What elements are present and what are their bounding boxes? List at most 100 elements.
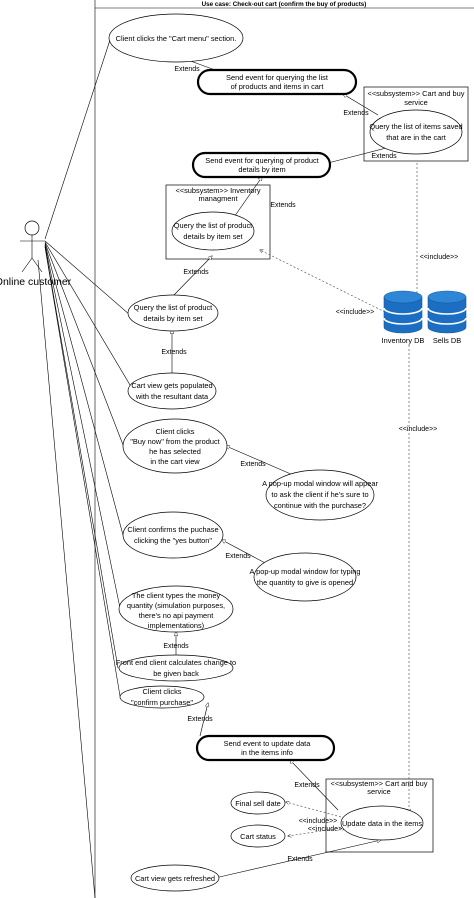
use-case-text-line-2: details by item set (183, 232, 242, 241)
diagram-frame: Use case: Check-out cart (confirm the bu… (94, 0, 474, 898)
extends-label: Extends (225, 553, 251, 560)
use-case-text-line-1: Front end client calculates change to (116, 658, 236, 667)
actor-online-customer[interactable]: Online customer (0, 220, 72, 288)
extends-label: Extends (240, 461, 266, 468)
extends-label: Extends (183, 269, 209, 276)
use-case-cart-refreshed[interactable]: Cart view gets refreshed (130, 864, 220, 892)
include-inventory-db-to-query-details (260, 250, 386, 313)
database-band (427, 307, 467, 315)
extends-label: Extends (174, 66, 200, 73)
include-relations: <<include>> <<include>> <<include>> <<in… (260, 163, 458, 836)
database-band (427, 317, 467, 325)
use-case-final-sell-date[interactable]: Final sell date (230, 791, 286, 815)
use-case-text-line-2: to ask the client if he's sure to (271, 490, 368, 499)
use-case-query-items-saved[interactable]: Query the list of items saved that are i… (369, 109, 463, 155)
use-case-text: Cart view gets refreshed (135, 874, 215, 883)
control-text-line-1: Send event for querying of product (205, 156, 318, 165)
use-case-text-line-1: Client clicks (155, 427, 194, 436)
subsystem-title-line-2: service (367, 787, 390, 796)
use-case-text: Update data in the items (342, 819, 422, 828)
extends-label: Extends (287, 856, 313, 863)
control-text-line-2: details by item (238, 165, 285, 174)
use-case-update-items[interactable]: Update data in the items (340, 805, 424, 841)
extends-label: Extends (163, 643, 189, 650)
use-case-text-line-1: Query the list of product (134, 303, 212, 312)
use-case-text-line-1: Query the list of product (174, 221, 252, 230)
use-case-text-line-4: in the cart view (150, 457, 200, 466)
use-case-text-line-1: Client clicks (142, 687, 181, 696)
use-case-text: Client clicks the "Cart menu" section. (116, 34, 237, 43)
use-case-text-line-1: Cart view gets populated (131, 381, 212, 390)
use-case-text-line-2: that are in the cart (386, 133, 446, 142)
extends-label: Extends (187, 716, 213, 723)
use-case-text-line-3: there's no api payment (139, 611, 214, 620)
actor-right-leg (31, 257, 43, 273)
use-case-query-product-details[interactable]: Query the list of product details by ite… (127, 294, 219, 332)
use-case-text: Cart status (240, 832, 276, 841)
use-case-text-line-4: implementations) (148, 621, 204, 630)
extends-label: Extends (371, 153, 397, 160)
sells-db[interactable]: Sells DB (427, 290, 467, 345)
include-update-to-cart-status (288, 827, 342, 836)
include-label: <<include>> (420, 254, 459, 261)
include-label: <<include>> (308, 826, 347, 833)
control-text-line-1: Send event for querying the list (226, 73, 328, 82)
actor-head (24, 220, 40, 236)
use-case-text-line-1: Client confirms the puchase (127, 525, 218, 534)
database-band (383, 317, 423, 325)
extends-label: Extends (294, 782, 320, 789)
use-case-cart-view-populated[interactable]: Cart view gets populated with the result… (127, 372, 217, 410)
use-case-cart-status[interactable]: Cart status (230, 824, 286, 848)
use-case-text-line-2: be given back (153, 669, 199, 678)
use-case-query-product-details-inventory[interactable]: Query the list of product details by ite… (171, 211, 255, 251)
extends-label: Extends (343, 110, 369, 117)
use-case-text-line-2: clicking the "yes button" (134, 536, 212, 545)
subsystem-title-line-1: <<subsystem>> Cart and buy (368, 89, 465, 98)
control-send-event-products[interactable]: Send event for querying the list of prod… (196, 68, 358, 96)
actor-name: Online customer (0, 276, 72, 288)
use-case-text-line-1: A pop-up modal window will appear (262, 479, 378, 488)
database-band (383, 307, 423, 315)
use-case-text-line-3: he has selected (149, 447, 201, 456)
diagram-title: Use case: Check-out cart (confirm the bu… (202, 1, 367, 8)
include-label: <<include>> (336, 309, 375, 316)
use-case-text-line-2: details by item set (143, 314, 202, 323)
subsystem-title-line-2: managment (198, 194, 237, 203)
database-top (383, 290, 423, 304)
use-case-cart-menu[interactable]: Client clicks the "Cart menu" section. (108, 13, 244, 63)
extends-relations: Extends Extends Extends Extends Extends … (161, 56, 397, 879)
database-top (427, 290, 467, 304)
use-case-types-money[interactable]: The client types the money quantity (sim… (118, 585, 234, 633)
use-case-text-line-2: with the resultant data (135, 392, 209, 401)
include-label: <<include>> (299, 818, 338, 825)
database-label: Sells DB (433, 336, 461, 345)
use-case-text-line-2: the quantity to give is opened (257, 578, 353, 587)
actor-left-leg (21, 257, 33, 273)
subsystem-title-line-1: <<subsystem>> Cart and buy (331, 779, 428, 788)
use-case-text-line-2: "confirm purchase" (131, 698, 193, 707)
actor-associations (37, 39, 134, 898)
use-case-popup-confirm[interactable]: A pop-up modal window will appear to ask… (262, 469, 378, 521)
use-case-calc-change[interactable]: Front end client calculates change to be… (116, 654, 236, 682)
subsystem-title-line-2: service (404, 98, 427, 107)
use-case-text-line-3: continue with the purchase? (274, 501, 366, 510)
control-text-line-2: in the items info (241, 748, 293, 757)
use-case-popup-quantity[interactable]: A pop-up modal window for typing the qua… (250, 552, 361, 602)
extends-label: Extends (161, 349, 187, 356)
include-update-to-final-sell-date (286, 802, 342, 818)
use-case-text-line-2: "Buy now" from the product (130, 437, 219, 446)
include-label: <<include>> (399, 426, 438, 433)
inventory-db[interactable]: Inventory DB (382, 290, 425, 345)
control-text-line-2: of products and items in cart (231, 82, 324, 91)
use-case-text-line-1: Query the list of items saved (369, 122, 462, 131)
control-send-event-product-details[interactable]: Send event for querying of product detai… (191, 151, 332, 179)
use-case-text-line-1: A pop-up modal window for typing (250, 567, 361, 576)
use-case-text-line-2: quantity (simulation purposes, (127, 601, 225, 610)
use-case-text-line-1: The client types the money (132, 591, 221, 600)
extends-label: Extends (270, 202, 296, 209)
use-case-confirm-purchase-yes[interactable]: Client confirms the puchase clicking the… (122, 511, 224, 559)
use-case-buy-now[interactable]: Client clicks "Buy now" from the product… (122, 418, 228, 474)
control-send-event-update[interactable]: Send event to update data in the items i… (195, 734, 336, 762)
use-case-confirm-purchase[interactable]: Client clicks "confirm purchase" (119, 685, 205, 709)
